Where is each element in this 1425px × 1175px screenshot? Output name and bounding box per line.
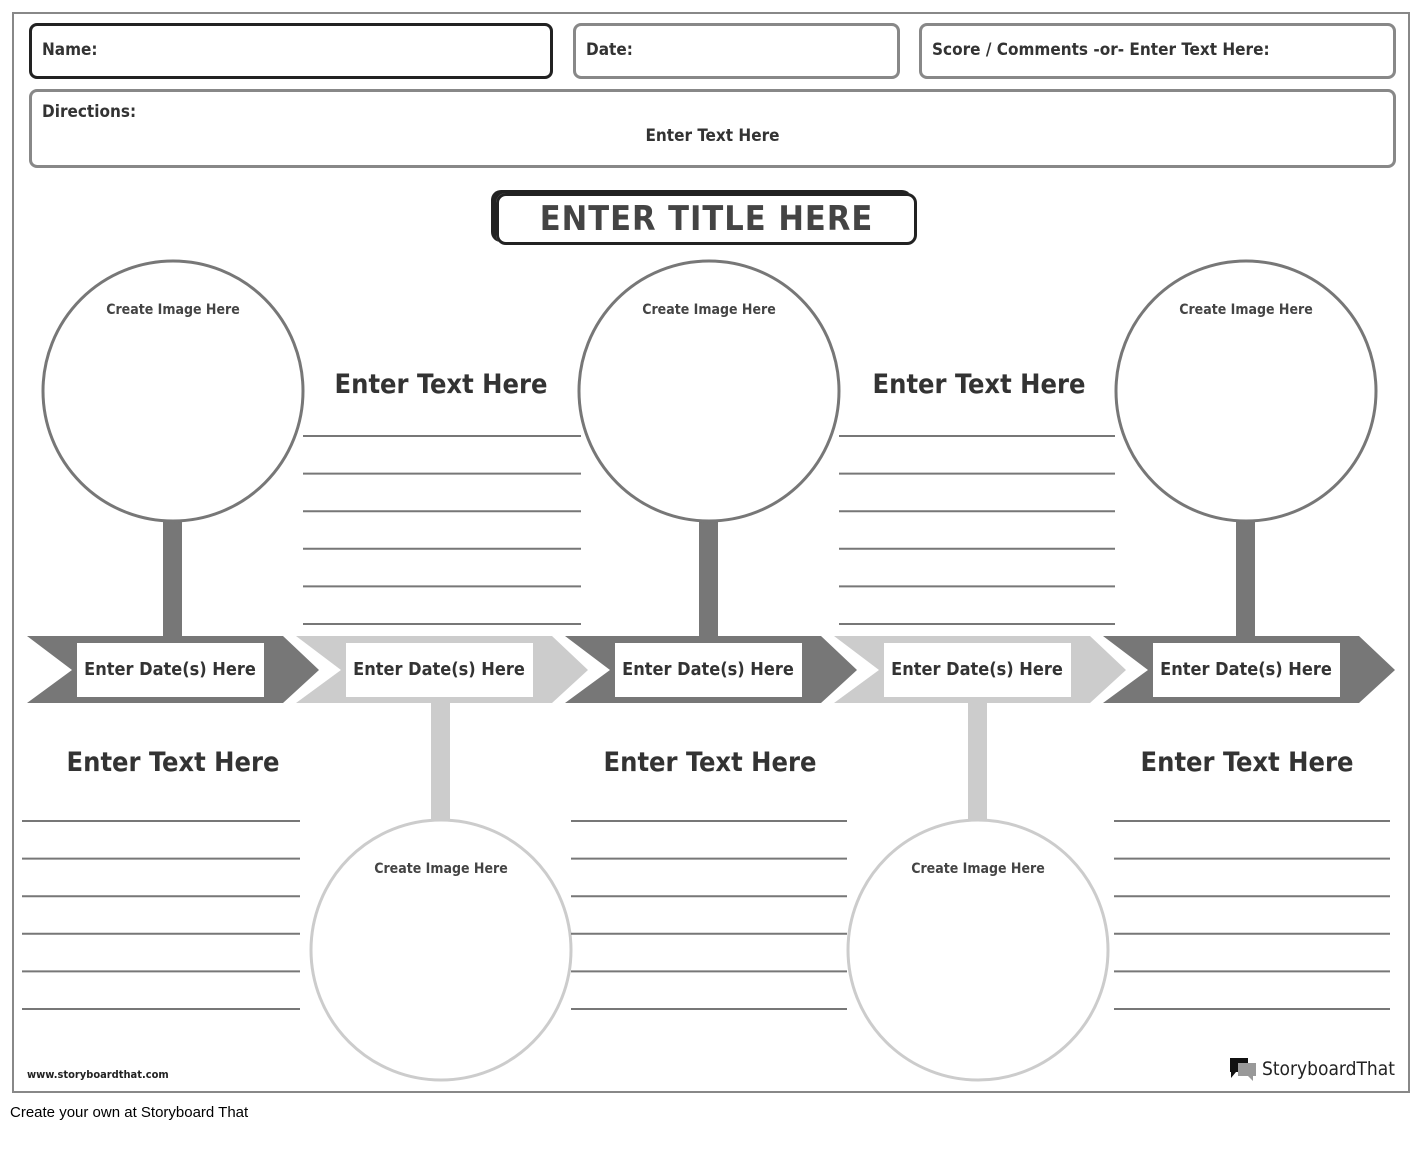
directions-label: Directions: [42,102,137,122]
connector-stem [699,520,718,637]
name-field[interactable]: Name: [29,23,553,79]
text-heading-4[interactable]: Enter Text Here [603,747,817,778]
date-box [884,643,1071,697]
directions-text: Enter Text Here [645,126,780,146]
image-placeholder-top-1[interactable]: Create Image Here [106,302,240,318]
image-placeholder-bottom-1[interactable]: Create Image Here [374,861,508,877]
text-heading-2[interactable]: Enter Text Here [872,369,1086,400]
date-field-5[interactable]: Enter Date(s) Here [1160,659,1332,680]
date-box [77,643,264,697]
score-label: Score / Comments -or- Enter Text Here: [932,40,1270,60]
create-your-own-link[interactable]: Create your own at Storyboard That [10,1104,249,1121]
image-circle [1114,259,1378,523]
storyboardthat-logo: StoryboardThat [1228,1056,1395,1082]
image-circle [846,818,1110,1082]
text-heading-3[interactable]: Enter Text Here [66,747,280,778]
directions-field[interactable]: Directions: Enter Text Here [29,89,1396,168]
image-placeholder-bottom-2[interactable]: Create Image Here [911,861,1045,877]
worksheet-frame [12,12,1410,1093]
date-box [346,643,533,697]
image-circle [41,259,305,523]
score-field[interactable]: Score / Comments -or- Enter Text Here: [919,23,1396,79]
image-placeholder-top-2[interactable]: Create Image Here [642,302,776,318]
date-box [615,643,802,697]
name-label: Name: [42,40,98,60]
date-field[interactable]: Date: [573,23,900,79]
date-label: Date: [586,40,633,60]
date-field-3[interactable]: Enter Date(s) Here [622,659,794,680]
connector-stem [431,703,450,821]
connector-stem [968,703,987,821]
connector-stem [1236,520,1255,637]
footer-url: www.storyboardthat.com [27,1068,169,1081]
image-circle [577,259,841,523]
text-heading-1[interactable]: Enter Text Here [334,369,548,400]
text-heading-5[interactable]: Enter Text Here [1140,747,1354,778]
image-circle [309,818,573,1082]
date-field-1[interactable]: Enter Date(s) Here [84,659,256,680]
speech-bubbles-icon [1230,1058,1256,1081]
image-placeholder-top-3[interactable]: Create Image Here [1179,302,1313,318]
date-box [1153,643,1340,697]
page-title[interactable]: ENTER TITLE HERE [496,193,917,245]
date-field-4[interactable]: Enter Date(s) Here [891,659,1063,680]
connector-stem [163,520,182,637]
date-field-2[interactable]: Enter Date(s) Here [353,659,525,680]
